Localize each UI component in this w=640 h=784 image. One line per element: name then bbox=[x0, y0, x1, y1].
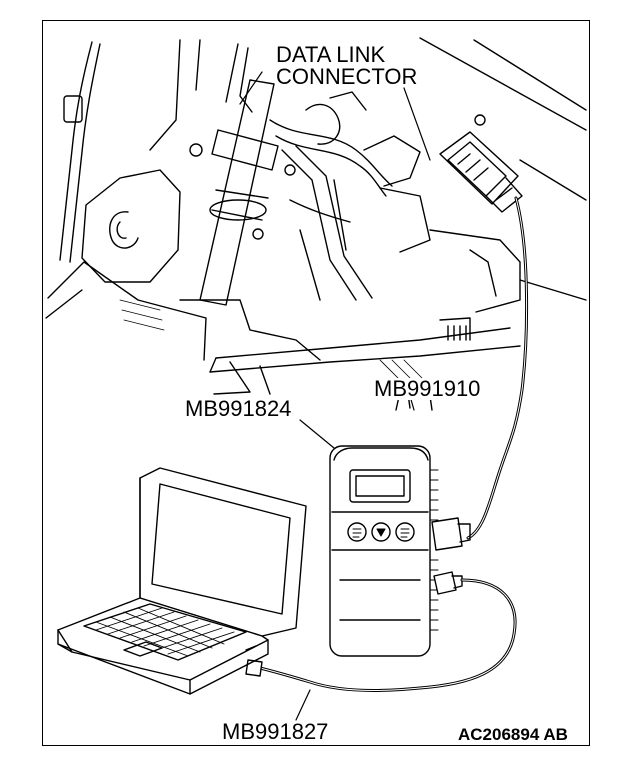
leader-line-mb991824 bbox=[299, 419, 335, 449]
cable-mb991910 bbox=[466, 196, 529, 540]
dashboard-underside bbox=[45, 37, 587, 411]
leader-line-mb991827 bbox=[295, 689, 311, 721]
leader-line-dlc-left bbox=[239, 71, 263, 105]
diagnostic-connector-icon bbox=[439, 131, 523, 213]
vehicle-interface-icon bbox=[329, 445, 471, 657]
mb991824-label: MB991824 bbox=[183, 396, 294, 421]
figure-id-label: AC206894 AB bbox=[458, 725, 568, 744]
leader-line-dlc-right bbox=[403, 87, 431, 161]
usb-cable-mb991827 bbox=[245, 578, 517, 692]
mb991910-label: MB991910 bbox=[372, 376, 483, 401]
data-link-connector-label-line1: DATA LINK bbox=[276, 42, 386, 67]
mb991827-label: MB991827 bbox=[220, 719, 331, 744]
data-link-connector-label-line2: CONNECTOR bbox=[276, 64, 418, 89]
laptop-icon bbox=[57, 467, 307, 695]
